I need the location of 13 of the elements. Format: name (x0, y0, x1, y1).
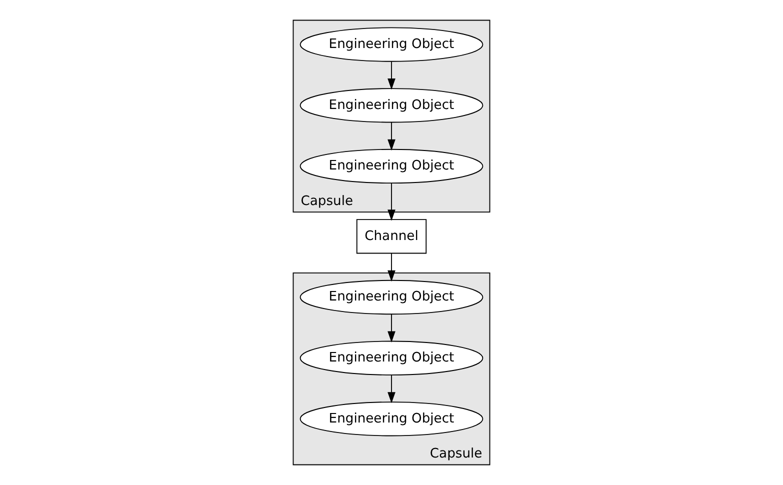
node-ellipse: Engineering Object (300, 88, 484, 123)
arrow (388, 374, 396, 404)
arrow (388, 253, 396, 282)
node-ellipse: Engineering Object (300, 27, 484, 62)
node-box: Channel (356, 219, 427, 254)
node-ellipse: Engineering Object (300, 148, 484, 184)
arrow (388, 314, 396, 342)
node-ellipse: Engineering Object (300, 340, 484, 376)
arrow (388, 122, 396, 151)
node-ellipse: Engineering Object (300, 280, 484, 315)
node-ellipse: Engineering Object (300, 402, 484, 436)
arrow (388, 182, 396, 221)
arrow (388, 61, 396, 90)
